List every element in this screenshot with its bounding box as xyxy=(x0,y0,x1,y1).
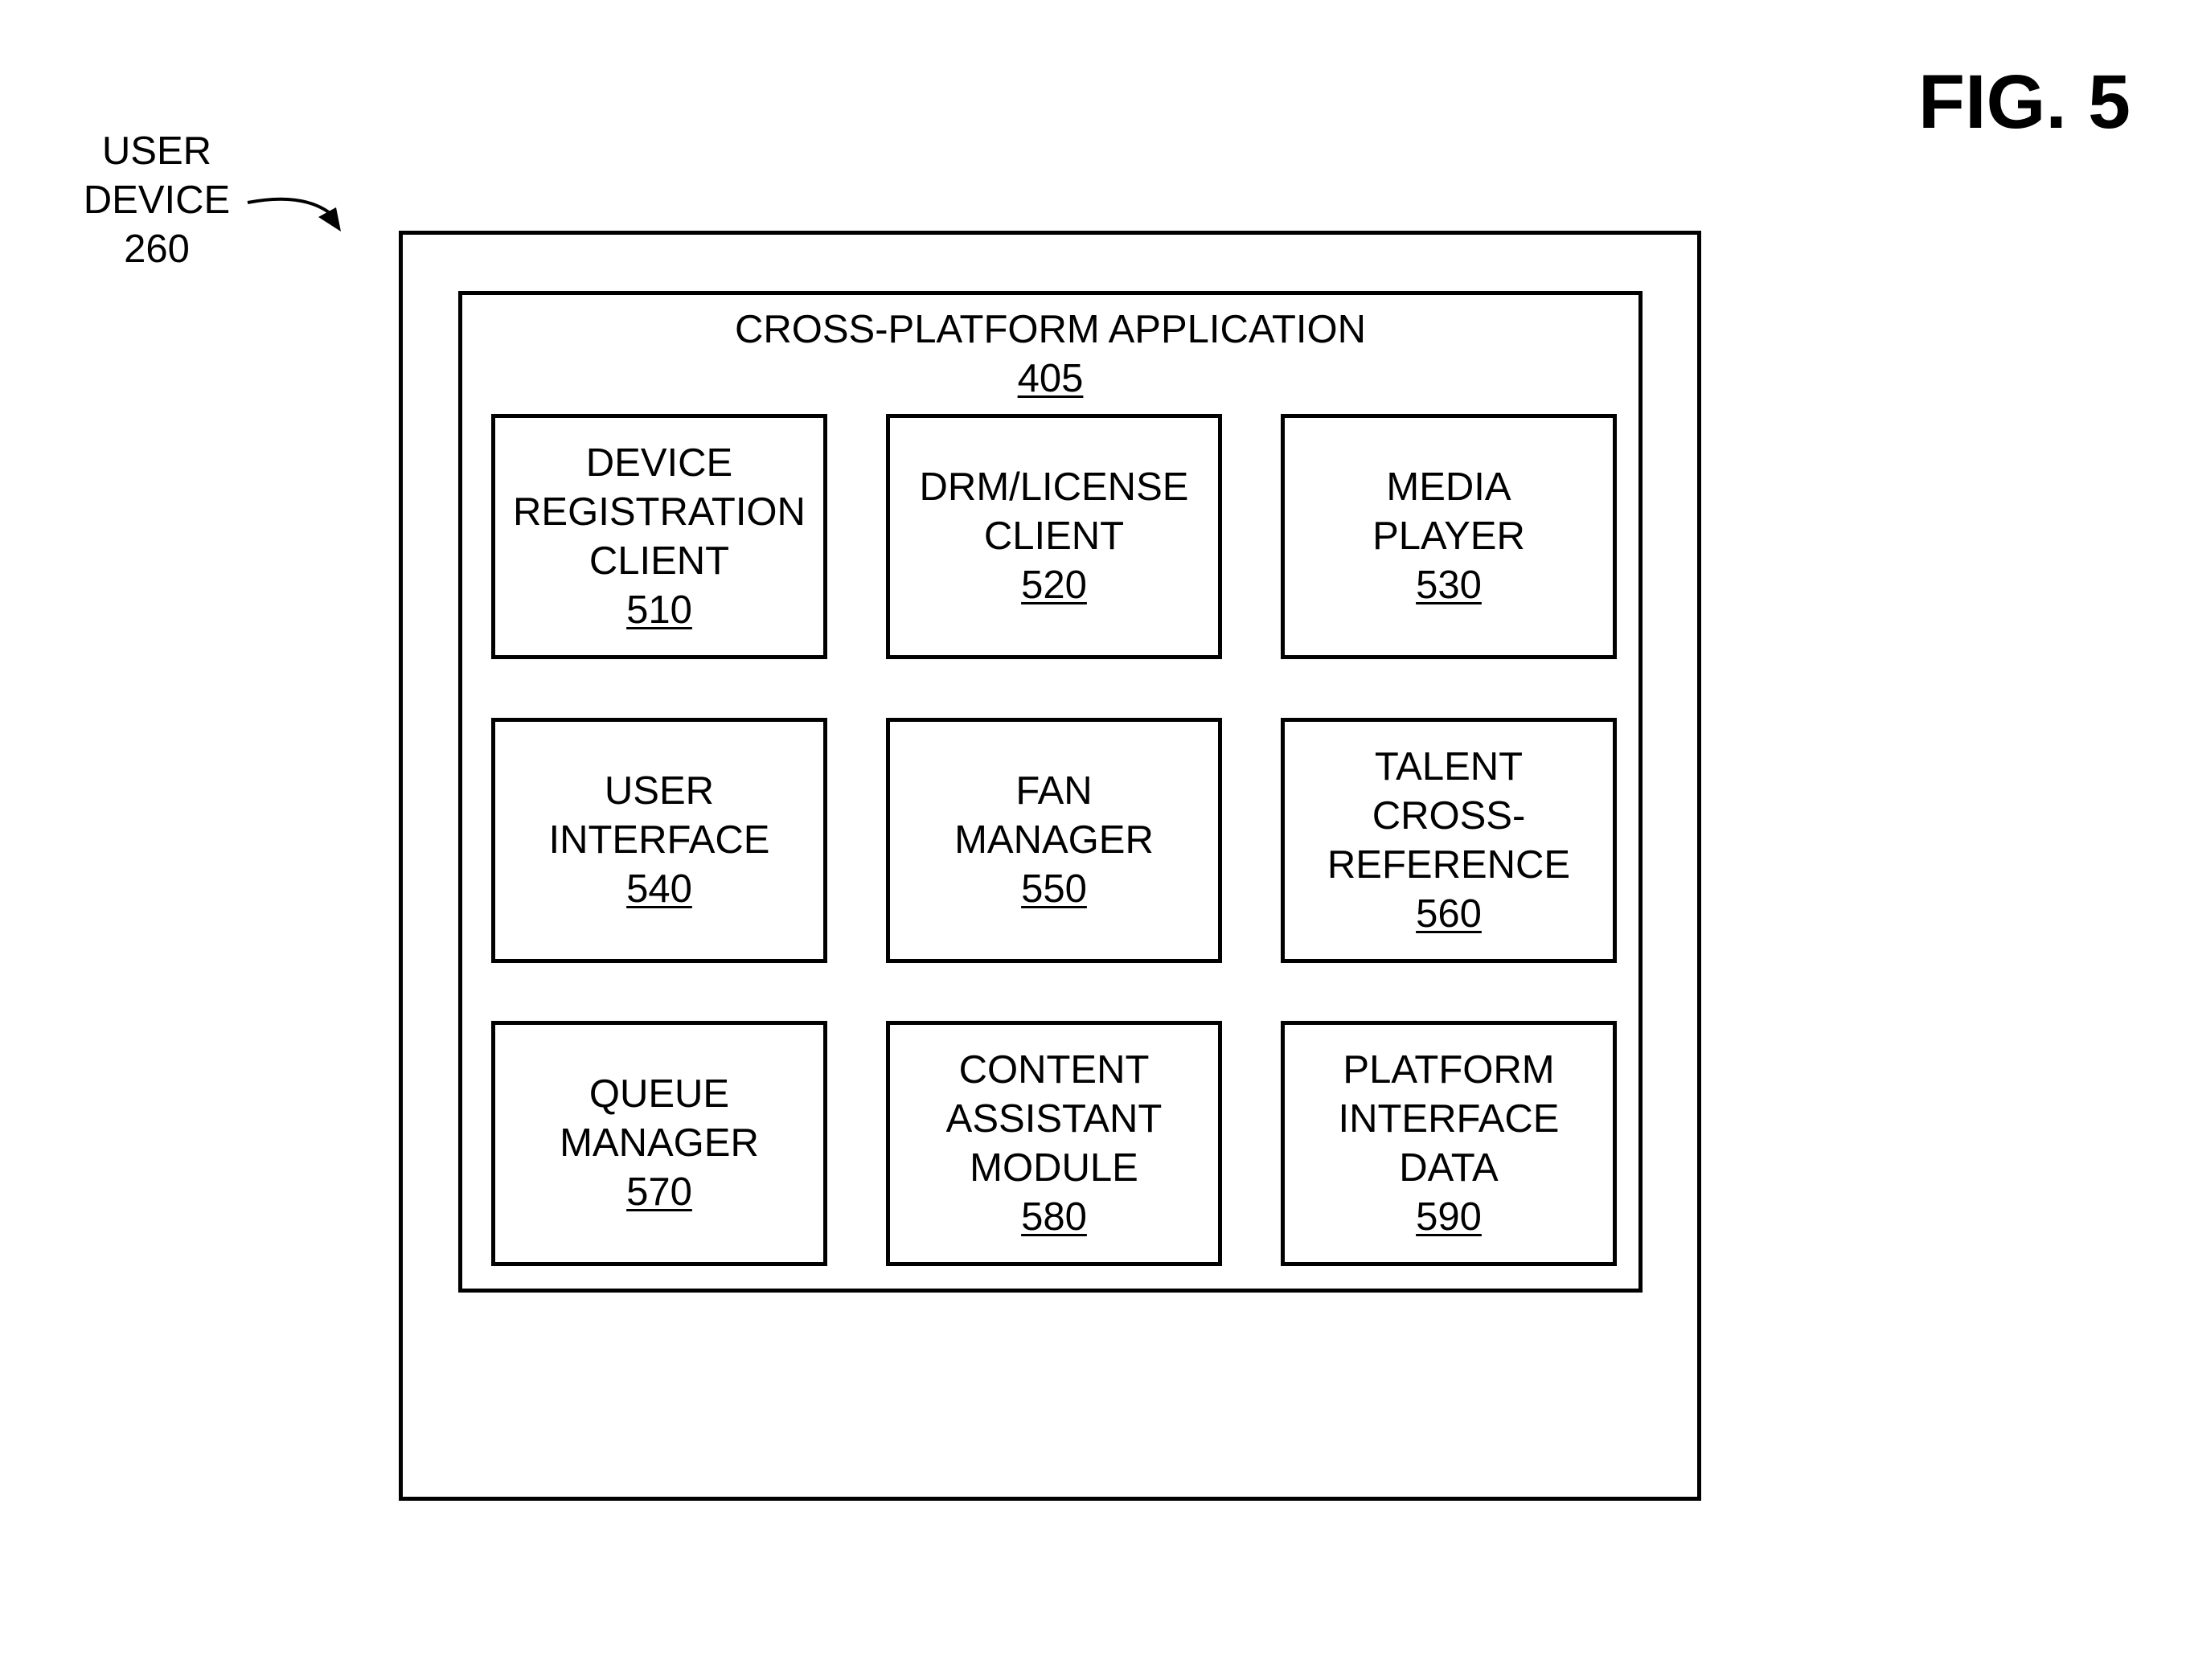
application-ref: 405 xyxy=(1018,357,1084,400)
module-label-line: MANAGER xyxy=(954,816,1154,865)
module-label-line: INTERFACE xyxy=(1339,1095,1560,1144)
module-ref: 550 xyxy=(1021,867,1087,911)
module-label-line: CROSS- xyxy=(1372,792,1526,841)
module-drm-license-client: DRM/LICENSE CLIENT 520 xyxy=(886,414,1222,659)
module-label-line: DRM/LICENSE xyxy=(920,463,1189,512)
module-label-line: MODULE xyxy=(970,1144,1138,1193)
module-ref: 510 xyxy=(626,588,692,632)
module-ref: 590 xyxy=(1416,1195,1482,1239)
module-label-line: FAN xyxy=(1015,767,1092,816)
module-ref: 560 xyxy=(1416,892,1482,936)
module-queue-manager: QUEUE MANAGER 570 xyxy=(491,1021,827,1266)
module-label-line: TALENT xyxy=(1375,743,1523,792)
module-label-line: CLIENT xyxy=(984,512,1124,561)
user-device-label-line: DEVICE xyxy=(64,176,249,225)
module-label-line: PLATFORM xyxy=(1343,1046,1554,1095)
module-label-line: QUEUE xyxy=(589,1070,729,1119)
user-device-pointer-arrow xyxy=(241,185,354,241)
module-user-interface: USER INTERFACE 540 xyxy=(491,718,827,963)
user-device-label-line: USER xyxy=(64,127,249,176)
module-label-line: INTERFACE xyxy=(549,816,770,865)
module-talent-cross-reference: TALENT CROSS- REFERENCE 560 xyxy=(1281,718,1617,963)
module-label-line: PLAYER xyxy=(1372,512,1525,561)
module-media-player: MEDIA PLAYER 530 xyxy=(1281,414,1617,659)
module-label-line: DATA xyxy=(1399,1144,1498,1193)
arrow-shaft xyxy=(248,199,333,215)
module-label-line: ASSISTANT xyxy=(946,1095,1163,1144)
module-platform-interface-data: PLATFORM INTERFACE DATA 590 xyxy=(1281,1021,1617,1266)
module-content-assistant: CONTENT ASSISTANT MODULE 580 xyxy=(886,1021,1222,1266)
arrow-head xyxy=(318,207,341,232)
application-title: CROSS-PLATFORM APPLICATION 405 xyxy=(458,305,1643,404)
module-label-line: REGISTRATION xyxy=(513,488,806,537)
module-ref: 540 xyxy=(626,867,692,911)
module-ref: 580 xyxy=(1021,1195,1087,1239)
module-ref: 520 xyxy=(1021,563,1087,607)
figure-label: FIG. 5 xyxy=(1873,64,2131,141)
module-ref: 530 xyxy=(1416,563,1482,607)
module-label-line: DEVICE xyxy=(586,439,732,488)
module-label-line: MANAGER xyxy=(560,1119,759,1168)
application-title-text: CROSS-PLATFORM APPLICATION xyxy=(458,305,1643,354)
module-label-line: CONTENT xyxy=(959,1046,1150,1095)
module-label-line: USER xyxy=(605,767,714,816)
module-label-line: MEDIA xyxy=(1386,463,1511,512)
user-device-label: USER DEVICE 260 xyxy=(64,127,249,274)
module-label-line: REFERENCE xyxy=(1327,841,1570,890)
module-label-line: CLIENT xyxy=(589,537,729,586)
module-device-registration-client: DEVICE REGISTRATION CLIENT 510 xyxy=(491,414,827,659)
user-device-ref: 260 xyxy=(64,225,249,274)
module-ref: 570 xyxy=(626,1170,692,1214)
module-fan-manager: FAN MANAGER 550 xyxy=(886,718,1222,963)
